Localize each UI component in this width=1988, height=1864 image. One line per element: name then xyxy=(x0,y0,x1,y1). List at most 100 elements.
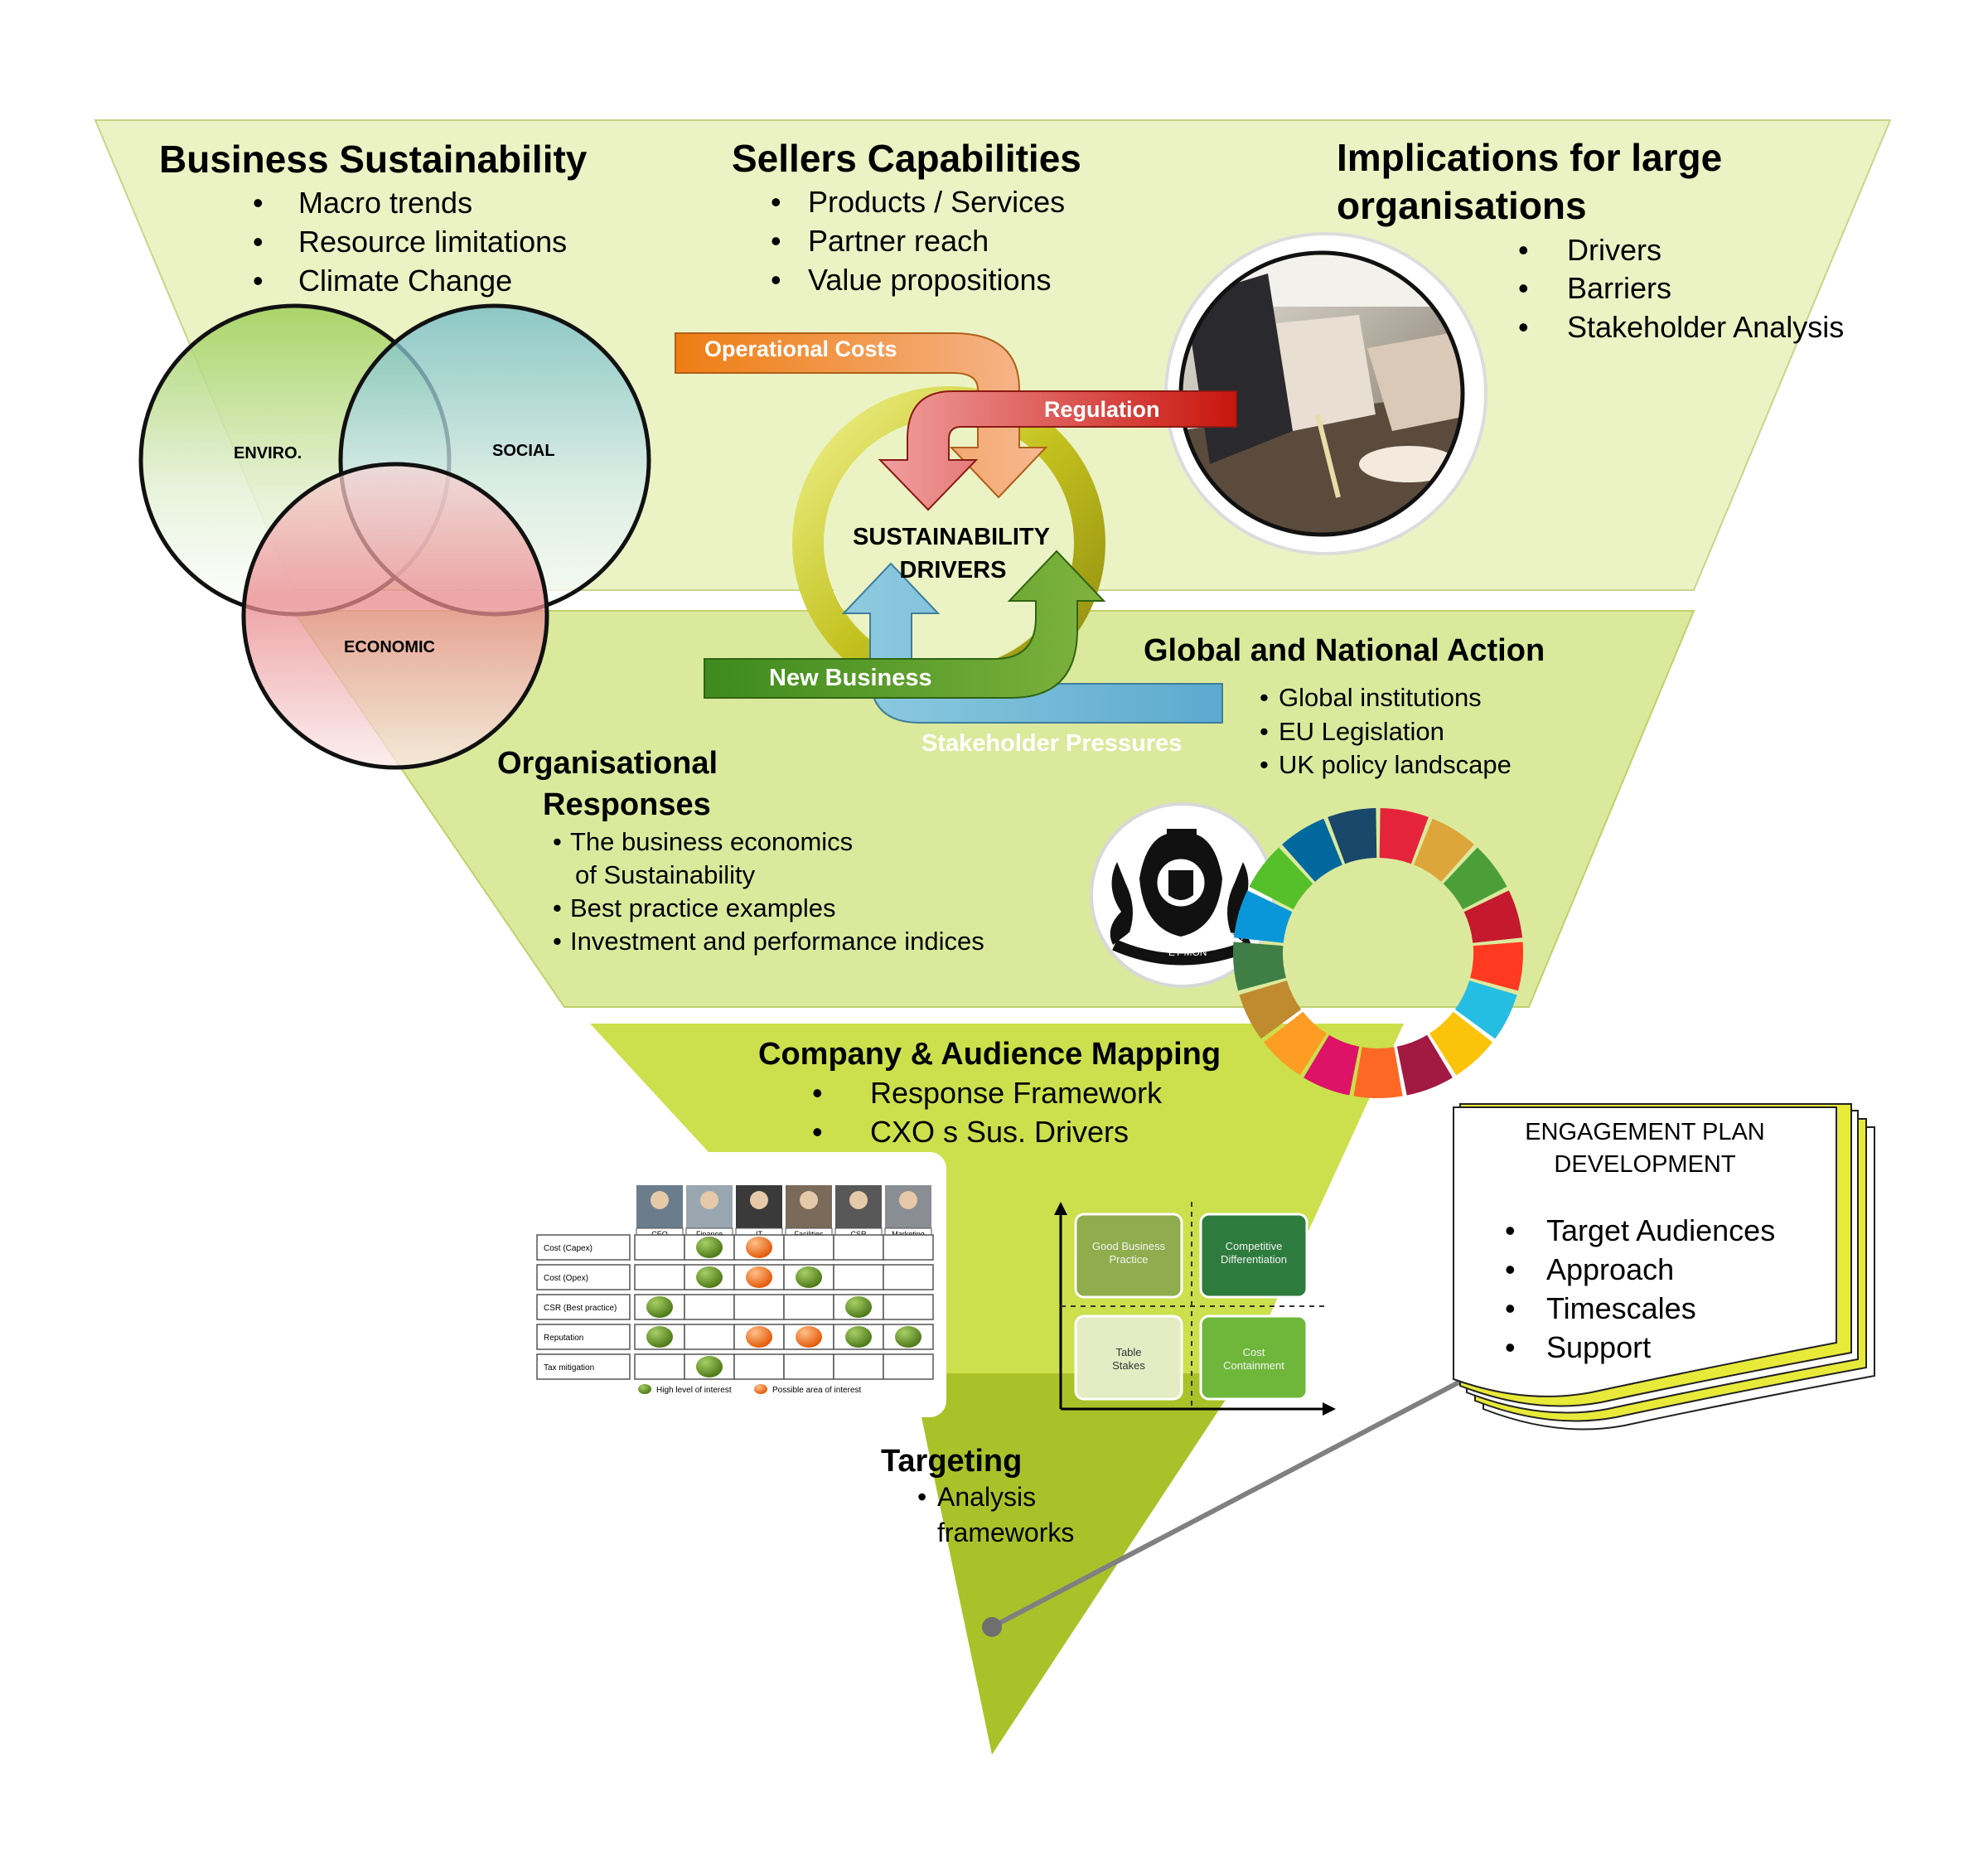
high-interest-marker xyxy=(696,1266,723,1288)
list-item: Resource limitations xyxy=(298,225,567,259)
svg-text:•: • xyxy=(771,185,781,219)
sdg-segment xyxy=(1232,942,1286,991)
matrix-cell xyxy=(634,1264,685,1290)
row-label: CSR (Best practice) xyxy=(544,1304,617,1313)
row-label-cell xyxy=(536,1353,631,1380)
matrix-cell xyxy=(883,1294,934,1320)
list-item: UK policy landscape xyxy=(1279,750,1512,779)
drivers-center-line1: SUSTAINABILITY xyxy=(853,524,1050,550)
svg-text:•: • xyxy=(917,1482,926,1512)
sdg-wheel xyxy=(1232,808,1524,1099)
list-item: Macro trends xyxy=(298,186,472,220)
column-header: CSR xyxy=(850,1230,867,1238)
list-item: Response Framework xyxy=(870,1076,1163,1110)
sdg-segment xyxy=(1263,1011,1327,1076)
column-header: IT xyxy=(756,1230,763,1238)
sdg-segment xyxy=(1414,818,1474,882)
high-interest-marker xyxy=(646,1326,673,1348)
column-header: CEO xyxy=(651,1230,668,1238)
sdg-segment xyxy=(1470,942,1524,991)
executive-face xyxy=(849,1191,868,1209)
matrix-cell xyxy=(634,1234,685,1261)
svg-text:•: • xyxy=(1260,683,1269,712)
svg-text:•: • xyxy=(1518,233,1529,267)
svg-text:•: • xyxy=(1260,717,1269,746)
svg-text:•: • xyxy=(1518,310,1529,344)
row-label-cell xyxy=(536,1294,631,1320)
venn-label-economic: ECONOMIC xyxy=(344,638,435,656)
svg-text:•: • xyxy=(1260,750,1269,779)
global-action-list: • Global institutions • EU Legislation •… xyxy=(1260,683,1512,779)
list-item: Partner reach xyxy=(808,224,989,258)
column-header: Finance xyxy=(696,1230,723,1238)
list-item: Products / Services xyxy=(808,185,1065,219)
sdg-segment xyxy=(1282,818,1342,882)
row-label: Cost (Capex) xyxy=(544,1244,593,1253)
list-item: Support xyxy=(1546,1330,1651,1364)
high-interest-marker xyxy=(796,1266,822,1288)
matrix-cell xyxy=(883,1264,934,1290)
new-business-arrow xyxy=(704,550,1106,699)
svg-text:•: • xyxy=(553,827,562,856)
svg-text:•: • xyxy=(771,263,781,297)
sellers-capabilities-title: Sellers Capabilities xyxy=(732,137,1081,180)
high-interest-marker xyxy=(646,1296,673,1318)
list-item: Climate Change xyxy=(298,264,512,298)
tier-targeting-background xyxy=(912,1373,1243,1755)
svg-text:•: • xyxy=(553,927,562,956)
organisational-responses-list: • The business economics of Sustainabili… xyxy=(553,827,984,956)
matrix-cell xyxy=(783,1234,834,1261)
svg-text:•: • xyxy=(1518,271,1529,305)
svg-text:•: • xyxy=(1505,1330,1516,1364)
connector-dot xyxy=(982,1617,1002,1637)
tier-responses-background xyxy=(292,610,1695,1008)
engagement-plan-title-line2: DEVELOPMENT xyxy=(1554,1151,1735,1178)
sdg-segment xyxy=(1328,808,1377,864)
sdg-segment xyxy=(1396,1034,1453,1096)
matrix-cell xyxy=(833,1264,884,1290)
row-label: Cost (Opex) xyxy=(544,1274,588,1283)
implications-title-line2: organisations xyxy=(1337,184,1587,227)
legend-high-marker xyxy=(638,1384,651,1394)
list-item: Best practice examples xyxy=(570,893,835,922)
engagement-plan-list: • Target Audiences • Approach • Timescal… xyxy=(1505,1213,1775,1364)
row-label: Reputation xyxy=(544,1334,583,1343)
high-interest-marker xyxy=(845,1326,872,1348)
svg-text:•: • xyxy=(1505,1213,1516,1247)
business-sustainability-title: Business Sustainability xyxy=(159,138,588,181)
list-item: Global institutions xyxy=(1279,683,1482,712)
list-item: The business economics xyxy=(570,827,853,856)
venn-circle-economic xyxy=(241,462,549,770)
venn-label-enviro: ENVIRO. xyxy=(234,444,302,462)
possible-interest-marker xyxy=(796,1326,822,1348)
executive-face xyxy=(651,1191,669,1209)
svg-text:•: • xyxy=(1505,1252,1516,1286)
high-interest-marker xyxy=(895,1326,921,1348)
list-item: Analysis xyxy=(937,1482,1036,1512)
implications-list: • Drivers • Barriers • Stakeholder Analy… xyxy=(1518,233,1844,344)
list-item: Timescales xyxy=(1546,1291,1696,1325)
regulation-label: Regulation xyxy=(1044,397,1160,422)
matrix-cell xyxy=(883,1234,934,1261)
row-label: Tax mitigation xyxy=(544,1363,594,1373)
sdg-segment xyxy=(1454,980,1517,1039)
regulation-arrow xyxy=(878,390,1237,511)
connector-line xyxy=(990,1379,1462,1629)
matrix-cell xyxy=(783,1353,834,1380)
sdg-segment xyxy=(1353,1047,1403,1099)
high-interest-marker xyxy=(845,1296,872,1318)
sdg-segment xyxy=(1429,1011,1493,1076)
company-mapping-title: Company & Audience Mapping xyxy=(758,1037,1221,1072)
list-item: Investment and performance indices xyxy=(570,927,984,956)
engagement-plan-document: ENGAGEMENT PLAN DEVELOPMENT • Target Aud… xyxy=(1453,1103,1875,1431)
sdg-segment xyxy=(1304,1034,1360,1096)
list-item: frameworks xyxy=(937,1518,1074,1547)
venn-label-social: SOCIAL xyxy=(492,442,555,460)
svg-text:•: • xyxy=(812,1076,823,1110)
executive-face xyxy=(899,1191,917,1209)
matrix-cell xyxy=(833,1353,884,1380)
